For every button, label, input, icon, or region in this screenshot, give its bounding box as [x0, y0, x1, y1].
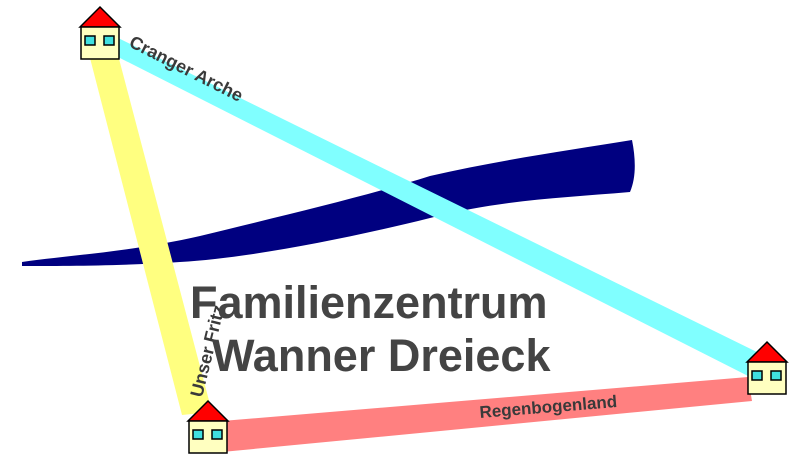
band-unser-fritz: [90, 55, 212, 415]
house-icon-bottom: [186, 399, 230, 454]
house-icon-right: [745, 340, 789, 395]
house-icon-top-left: [78, 5, 122, 60]
title-familienzentrum: Familienzentrum: [190, 277, 548, 328]
band-regenbogenland: [222, 377, 752, 452]
wave-swoosh-shape: [22, 140, 635, 266]
band-cranger-arche: [112, 35, 765, 378]
title-wanner-dreieck: Wanner Dreieck: [212, 330, 551, 381]
